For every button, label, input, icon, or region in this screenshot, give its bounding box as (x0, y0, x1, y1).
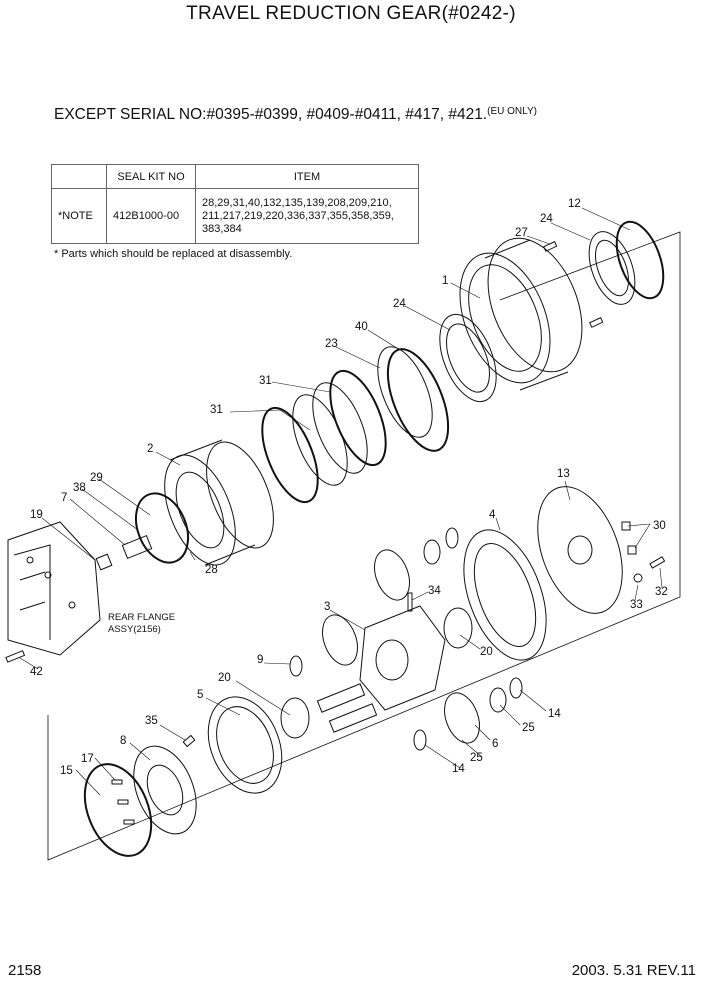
eu-only-tag: (EU ONLY) (487, 106, 537, 117)
callout-8: 8 (120, 735, 126, 747)
part-24-bearing (439, 313, 497, 403)
leader-lines (19, 207, 663, 796)
part-5-ring-gear (207, 696, 283, 794)
callout-20-right: 20 (480, 646, 493, 658)
callout-25-right: 25 (522, 722, 535, 734)
part-42-plug (5, 650, 26, 663)
part-17-bolts (111, 779, 135, 825)
callout-27: 27 (515, 227, 528, 239)
callout-6: 6 (492, 738, 498, 750)
part-33-washer (633, 573, 643, 583)
callout-31-lower: 31 (210, 404, 223, 416)
seal-kit-row: *NOTE 412B1000-00 28,29,31,40,132,135,13… (51, 188, 419, 244)
callout-4: 4 (489, 509, 496, 521)
part-6-planetary-gears (322, 539, 507, 744)
callout-23: 23 (325, 338, 338, 350)
callout-30: 30 (653, 520, 666, 532)
part-34-pin (407, 592, 413, 612)
callout-31-upper: 31 (259, 375, 272, 387)
callout-19: 19 (30, 509, 43, 521)
part-40-seal-ring (386, 348, 450, 452)
part-32-bolt (649, 556, 666, 569)
serial-exception-text: EXCEPT SERIAL NO:#0395-#0399, #0409-#041… (54, 106, 488, 123)
callout-13: 13 (557, 468, 570, 480)
kit-no-cell: 412B1000-00 (106, 188, 196, 244)
serial-exception-note: EXCEPT SERIAL NO:#0395-#0399, #0409-#041… (54, 106, 537, 124)
rear-flange-label-line1: REAR FLANGE (108, 612, 175, 623)
seal-kit-header-row: SEAL KIT NO ITEM (51, 164, 419, 189)
part-4-ring-gear (463, 529, 547, 661)
callout-7: 7 (61, 492, 67, 504)
rear-flange-assembly (7, 521, 101, 656)
part-15-o-ring (83, 763, 153, 857)
callout-28: 28 (205, 564, 218, 576)
part-35-bolt (182, 734, 196, 748)
callout-12: 12 (568, 198, 581, 210)
callout-14-right: 14 (548, 708, 561, 720)
callout-40: 40 (355, 321, 368, 333)
part-29-o-ring (134, 492, 190, 564)
note-cell: *NOTE (51, 188, 107, 244)
page-title: TRAVEL REDUCTION GEAR(#0242-) (186, 3, 516, 24)
header-seal-kit-no: SEAL KIT NO (106, 164, 196, 189)
part-1-hub-housing (459, 237, 583, 391)
part-31-floating-seal (312, 382, 368, 474)
part-8-sprocket (133, 745, 197, 835)
part-7-coupling (121, 534, 153, 560)
callout-17: 17 (81, 753, 94, 765)
callout-34: 34 (428, 585, 441, 597)
callout-42: 42 (30, 666, 43, 678)
callouts: 12 24 27 1 24 40 23 31 31 2 29 38 7 19 2… (30, 198, 668, 777)
callout-33: 33 (630, 599, 643, 611)
callout-2: 2 (147, 443, 153, 455)
callout-5: 5 (197, 689, 203, 701)
rear-flange-label-line2: ASSY(2156) (108, 624, 161, 635)
part-23-floating-seal (377, 346, 433, 438)
callout-35: 35 (145, 715, 158, 727)
part-3-carrier (359, 605, 446, 711)
callout-20-left: 20 (218, 672, 231, 684)
callout-24-top: 24 (540, 213, 553, 225)
part-19-spacer (95, 553, 113, 571)
callout-29: 29 (90, 472, 103, 484)
part-31-o-ring (329, 369, 387, 467)
part-12-o-ring (615, 220, 665, 300)
seal-kit-table: SEAL KIT NO ITEM *NOTE 412B1000-00 28,29… (51, 164, 419, 244)
items-cell: 28,29,31,40,132,135,139,208,209,210, 211… (195, 188, 419, 244)
callout-32: 32 (655, 586, 668, 598)
part-13-cover (537, 486, 623, 614)
part-14-washer (509, 677, 523, 699)
callout-15: 15 (60, 765, 73, 777)
callout-9: 9 (257, 654, 263, 666)
part-2-spindle (164, 439, 274, 566)
callout-3: 3 (324, 601, 330, 613)
revision-date: 2003. 5.31 REV.11 (571, 962, 696, 979)
callout-24: 24 (393, 298, 406, 310)
footnote: * Parts which should be replaced at disa… (54, 248, 293, 260)
part-20-thrust-washer (443, 607, 473, 649)
part-27-pins (543, 240, 604, 328)
page-number: 2158 (8, 962, 42, 979)
callout-25-lower: 25 (470, 752, 483, 764)
part-24-bearing-top (588, 231, 636, 305)
frame-outline (47, 231, 681, 861)
callout-1: 1 (442, 275, 448, 287)
callout-14-lower: 14 (452, 763, 465, 775)
callout-38: 38 (73, 482, 86, 494)
